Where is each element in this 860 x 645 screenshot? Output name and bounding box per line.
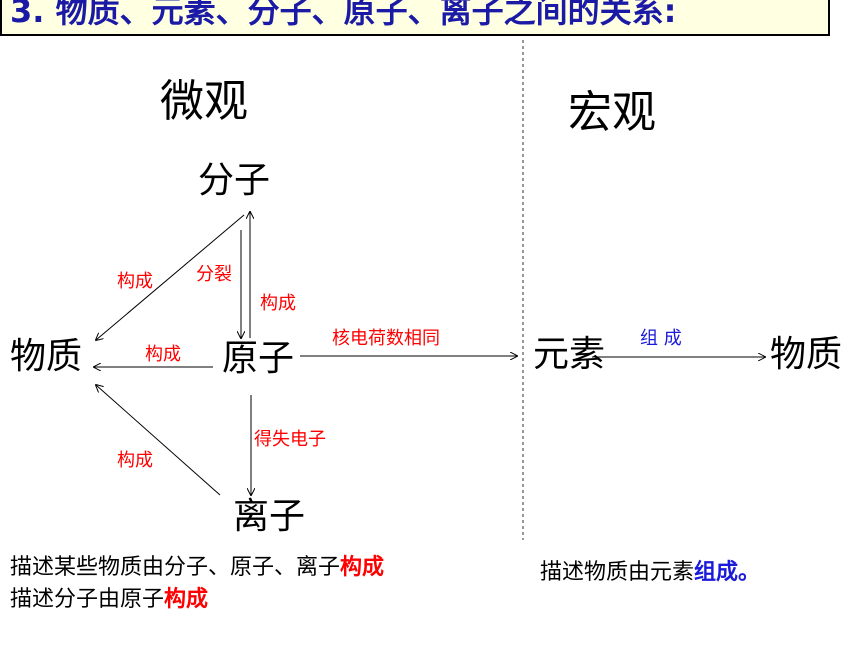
node-substance-left: 物质 [10,336,83,377]
node-atom: 原子 [222,338,295,379]
edge-label-molecule-substance: 构成 [117,271,153,292]
description-left-line1: 描述某些物质由分子、原子、离子构成 [10,557,384,579]
arrow-ion-to-substance [96,385,221,496]
page-title: 3. 物质、元素、分子、原子、离子之间的关系: [10,0,677,30]
node-substance-right: 物质 [770,334,843,375]
edge-label-atom-substance: 构成 [145,344,181,365]
node-molecule: 分子 [198,160,271,201]
edge-label-ion-substance: 构成 [117,450,153,471]
node-element: 元素 [533,334,606,375]
emphasis-text: 构成 [164,587,209,612]
title-banner: 3. 物质、元素、分子、原子、离子之间的关系: [0,0,830,36]
micro-label: 微观 [160,76,248,127]
description-right: 描述物质由元素组成。 [540,562,760,584]
description-left-line2: 描述分子由原子构成 [10,589,208,611]
edge-label-atom-molecule: 构成 [260,293,296,314]
description-text: 描述某些物质由分子、原子、离子 [10,555,341,580]
edge-label-gain-lose-electrons: 得失电子 [254,429,326,450]
description-text: 描述物质由元素 [540,560,695,585]
node-ion: 离子 [233,496,306,537]
edge-label-same-nuclear-charge: 核电荷数相同 [332,328,440,349]
macro-label: 宏观 [568,87,656,138]
emphasis-text: 组成。 [694,560,761,585]
description-text: 描述分子由原子 [10,587,165,612]
emphasis-text: 构成 [340,555,385,580]
edge-label-compose: 组 成 [640,328,682,349]
arrow-molecule-to-substance [96,214,245,340]
edge-label-split: 分裂 [196,264,232,285]
